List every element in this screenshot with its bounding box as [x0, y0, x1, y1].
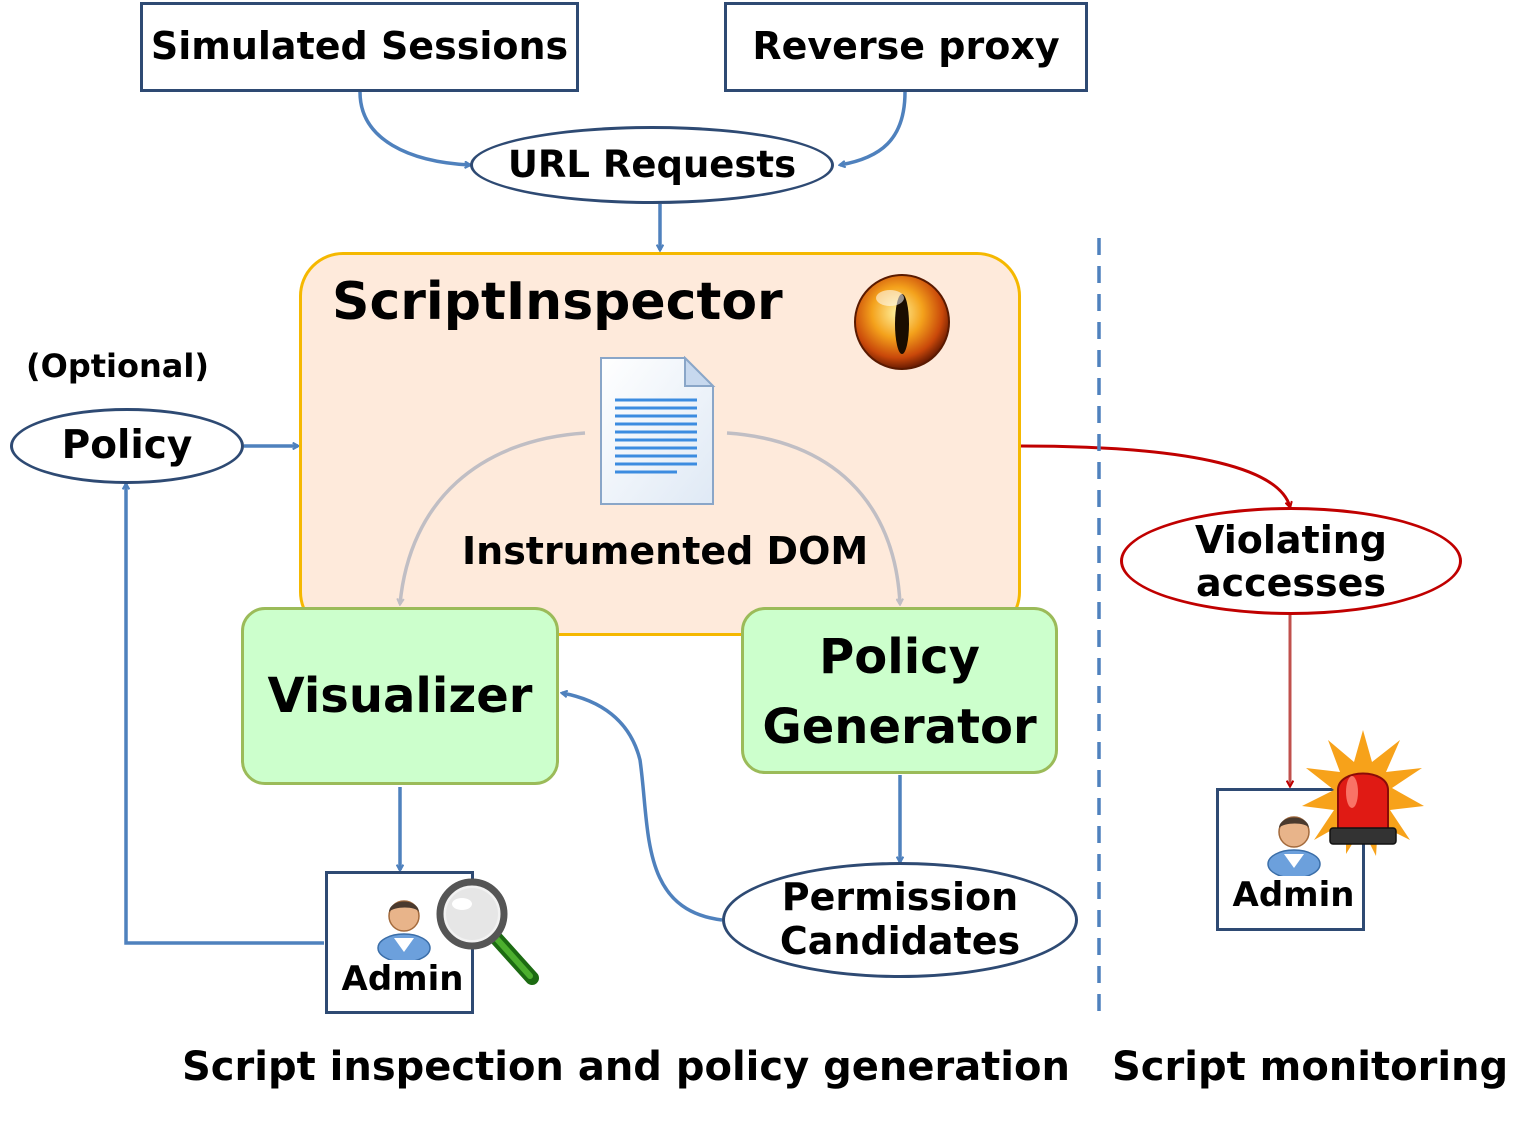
eye-icon: [854, 274, 950, 370]
arrow-permission-to-visualizer: [562, 693, 723, 922]
instrumented-dom-label: Instrumented DOM: [462, 529, 869, 573]
violating-label-line2: accesses: [1195, 561, 1387, 605]
url-requests-label: URL Requests: [507, 142, 797, 186]
optional-label: (Optional): [26, 347, 209, 385]
permission-label-line2: Candidates: [779, 919, 1021, 963]
simulated-sessions-label: Simulated Sessions: [150, 24, 569, 69]
policy-generator-box: [741, 607, 1058, 774]
violating-label-line1: Violating: [1195, 518, 1387, 562]
admin-left-label: Admin: [341, 959, 464, 999]
violating-accesses-ellipse: [1120, 507, 1462, 615]
arrow-sessions-to-url: [358, 91, 470, 165]
arrow-inspector-to-violating: [1019, 444, 1290, 507]
visualizer-label: Visualizer: [267, 667, 533, 724]
user-icon: [377, 900, 431, 960]
permission-label-line1: Permission: [781, 875, 1019, 919]
policy-label: Policy: [61, 422, 193, 468]
url-requests-ellipse: URL Requests: [470, 126, 834, 204]
arrow-admin-to-policy: [126, 484, 324, 945]
reverse-proxy-label: Reverse proxy: [752, 24, 1060, 69]
alarm-light-icon: [1302, 730, 1424, 856]
policy-generator-label-line1: Policy: [819, 629, 980, 685]
visualizer-box: Visualizer: [241, 607, 559, 785]
arrow-proxy-to-url: [840, 91, 907, 165]
script-inspector-title: ScriptInspector: [332, 272, 783, 332]
section-right-label: Script monitoring: [1112, 1044, 1509, 1090]
permission-candidates-ellipse: [722, 862, 1078, 978]
admin-right-label: Admin: [1232, 875, 1355, 915]
section-left-label: Script inspection and policy generation: [182, 1044, 1070, 1090]
simulated-sessions-box: Simulated Sessions: [140, 2, 579, 92]
policy-generator-label-line2: Generator: [762, 699, 1037, 755]
policy-ellipse: Policy: [10, 408, 244, 484]
user-icon: [1267, 816, 1321, 876]
document-icon: [600, 356, 716, 505]
reverse-proxy-box: Reverse proxy: [724, 2, 1088, 92]
magnifier-icon: [436, 878, 539, 985]
